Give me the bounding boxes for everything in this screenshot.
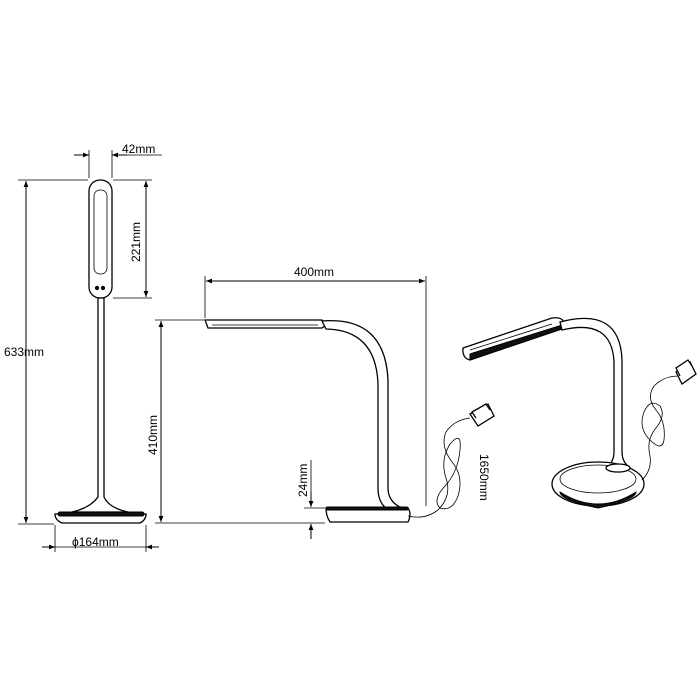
side-lamp-base (325, 507, 411, 523)
perspective-lamp-cable (641, 375, 679, 481)
base-diameter-label: ϕ164mm (72, 535, 119, 549)
side-view-lamp (204, 319, 495, 523)
side-lamp-arm (320, 320, 403, 509)
side-lamp-cable (407, 417, 471, 518)
cable-length-label: 1650mm (477, 454, 491, 501)
head-length-label: 221mm (129, 222, 143, 262)
side-dimensions: 400mm 410mm 24mm 1650mm (146, 265, 491, 539)
base-height-label: 24mm (296, 464, 310, 497)
front-dimensions: 42mm 221mm 633mm ϕ164mm (4, 142, 162, 552)
side-lamp-head (204, 319, 326, 329)
front-lamp-head-inner (93, 189, 108, 275)
total-height-label: 633mm (4, 345, 44, 359)
front-lamp-head (88, 179, 113, 299)
lamp-height-label: 410mm (146, 415, 160, 455)
perspective-view-lamp (462, 317, 697, 509)
head-width-label: 42mm (122, 142, 155, 156)
front-lamp-stem (71, 297, 129, 513)
arm-reach-label: 400mm (294, 265, 334, 279)
perspective-lamp-arm (559, 317, 632, 469)
front-view-lamp (54, 179, 147, 524)
